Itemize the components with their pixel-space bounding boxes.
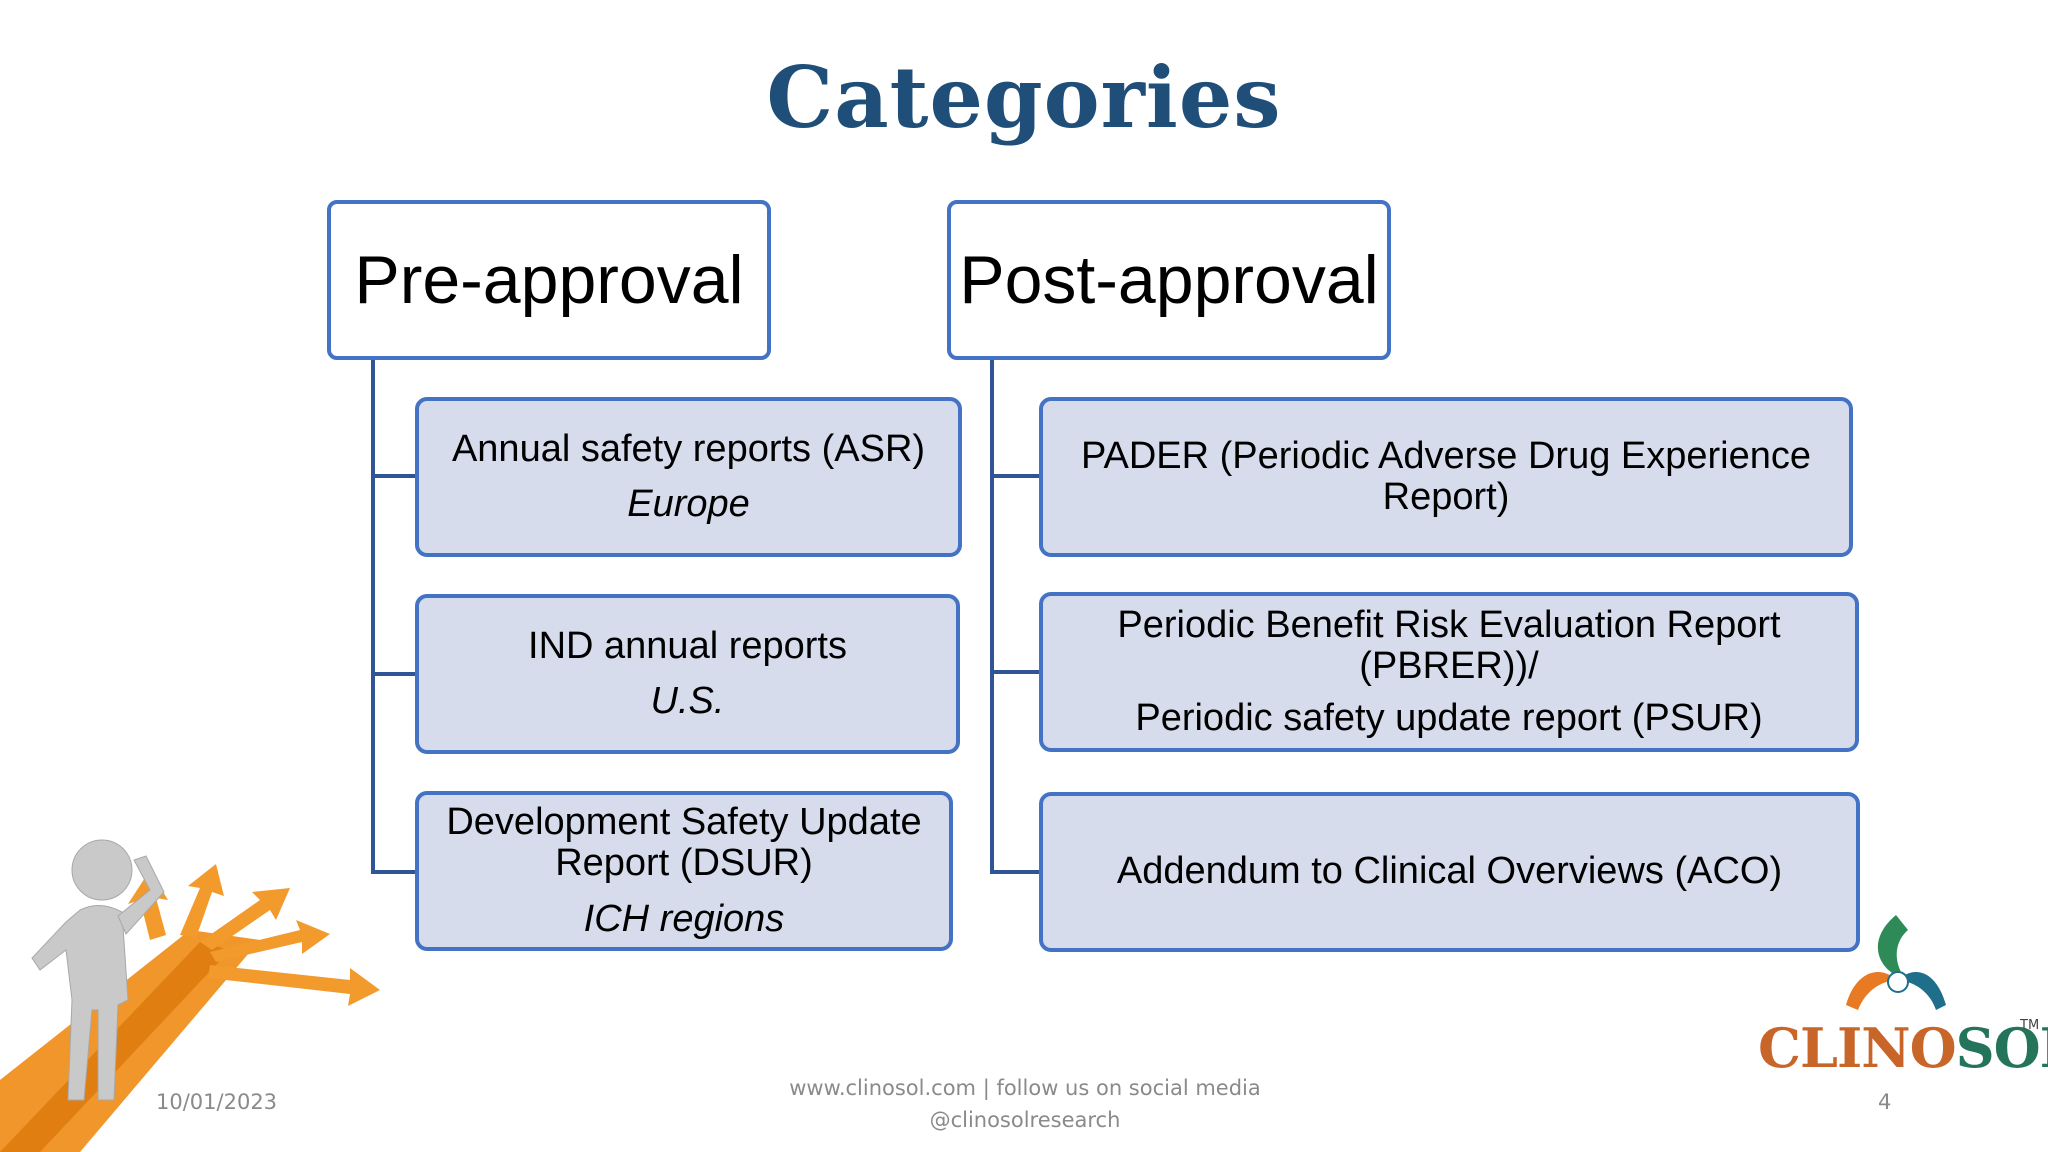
post-approval-item-aco: Addendum to Clinical Overviews (ACO) — [1039, 792, 1860, 952]
pre-approval-item-ind: IND annual reports U.S. — [415, 594, 960, 754]
post-approval-box: Post-approval — [947, 200, 1391, 360]
item-label: Annual safety reports (ASR) — [451, 427, 926, 470]
clinosol-logo-text: CLINOSOL — [1758, 1016, 2048, 1080]
logo-orange-hand — [1846, 972, 1896, 1010]
item-label: IND annual reports — [528, 624, 847, 667]
item-label-line1: Development Safety Update — [446, 801, 922, 844]
page-number: 4 — [1878, 1090, 1892, 1114]
item-label-line2: (PBRER))/ — [1359, 645, 1539, 688]
arrow-2 — [180, 864, 224, 938]
item-label-line2: Report) — [1382, 476, 1510, 518]
item-label-line1: Addendum to Clinical Overviews (ACO) — [1116, 850, 1783, 893]
slide-title: Categories — [766, 48, 1282, 147]
post-approval-item-pbrer: Periodic Benefit Risk Evaluation Report … — [1039, 592, 1859, 752]
footer-handle: @clinosolresearch — [929, 1108, 1121, 1132]
pre-approval-box: Pre-approval — [327, 200, 771, 360]
item-label-line1: Periodic Benefit Risk Evaluation Report — [1117, 604, 1781, 647]
slide-date: 10/01/2023 — [156, 1090, 278, 1114]
figure-body — [31, 905, 129, 1101]
footer-text: www.clinosol.com | follow us on social m… — [700, 1072, 1350, 1136]
item-region: ICH regions — [583, 897, 785, 940]
pre-approval-label: Pre-approval — [354, 242, 744, 318]
figure-arm — [117, 855, 165, 935]
post-approval-label: Post-approval — [959, 242, 1379, 318]
item-region: Europe — [627, 483, 750, 525]
arrow-3 — [200, 888, 290, 950]
figure-head — [71, 839, 133, 901]
post-approval-item-pader: PADER (Periodic Adverse Drug Experience … — [1039, 397, 1853, 557]
pre-approval-item-asr: Annual safety reports (ASR) Europe — [415, 397, 962, 557]
logo-center-dot — [1887, 971, 1909, 993]
crossroads-illustration — [0, 839, 380, 1152]
clinosol-logo-icon — [1846, 915, 1946, 1010]
arrow-4 — [210, 920, 330, 962]
item-label-line3: Periodic safety update report (PSUR) — [1135, 696, 1763, 739]
item-label-line1: PADER (Periodic Adverse Drug Experience — [1080, 434, 1812, 477]
trademark-mark: TM — [2020, 1018, 2040, 1033]
arrow-5 — [208, 965, 380, 1006]
item-label-line2: Report (DSUR) — [555, 842, 813, 885]
logo-teal-hand — [1898, 972, 1946, 1010]
footer-website: www.clinosol.com | follow us on social m… — [789, 1076, 1261, 1100]
logo-green-leaf — [1877, 915, 1908, 980]
item-region: U.S. — [650, 680, 725, 722]
pre-approval-item-dsur: Development Safety Update Report (DSUR) … — [415, 791, 953, 951]
